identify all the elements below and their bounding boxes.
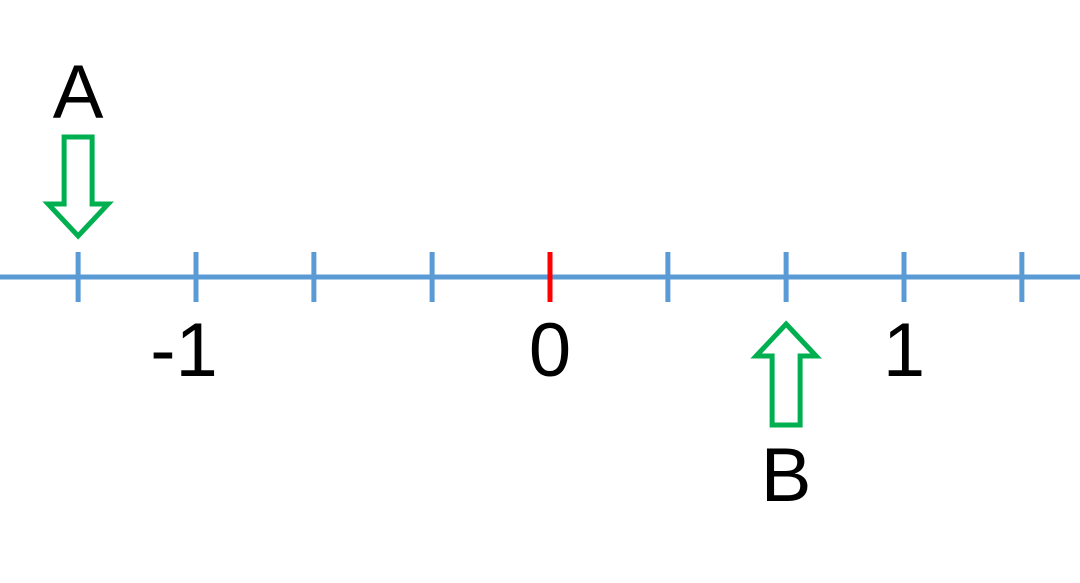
arrow-up-icon <box>750 320 822 428</box>
point-label: B <box>761 433 812 518</box>
point-label: A <box>53 50 104 135</box>
tick-labels: -1 0 1 <box>150 308 925 393</box>
tick-marks <box>75 252 1025 302</box>
point-a: A <box>42 50 114 240</box>
tick-label: 0 <box>529 308 571 393</box>
arrow-down-icon <box>42 134 114 240</box>
point-b: B <box>750 320 822 518</box>
tick-label: 1 <box>883 308 925 393</box>
point-markers: AB <box>42 50 822 518</box>
tick-label: -1 <box>150 308 218 393</box>
